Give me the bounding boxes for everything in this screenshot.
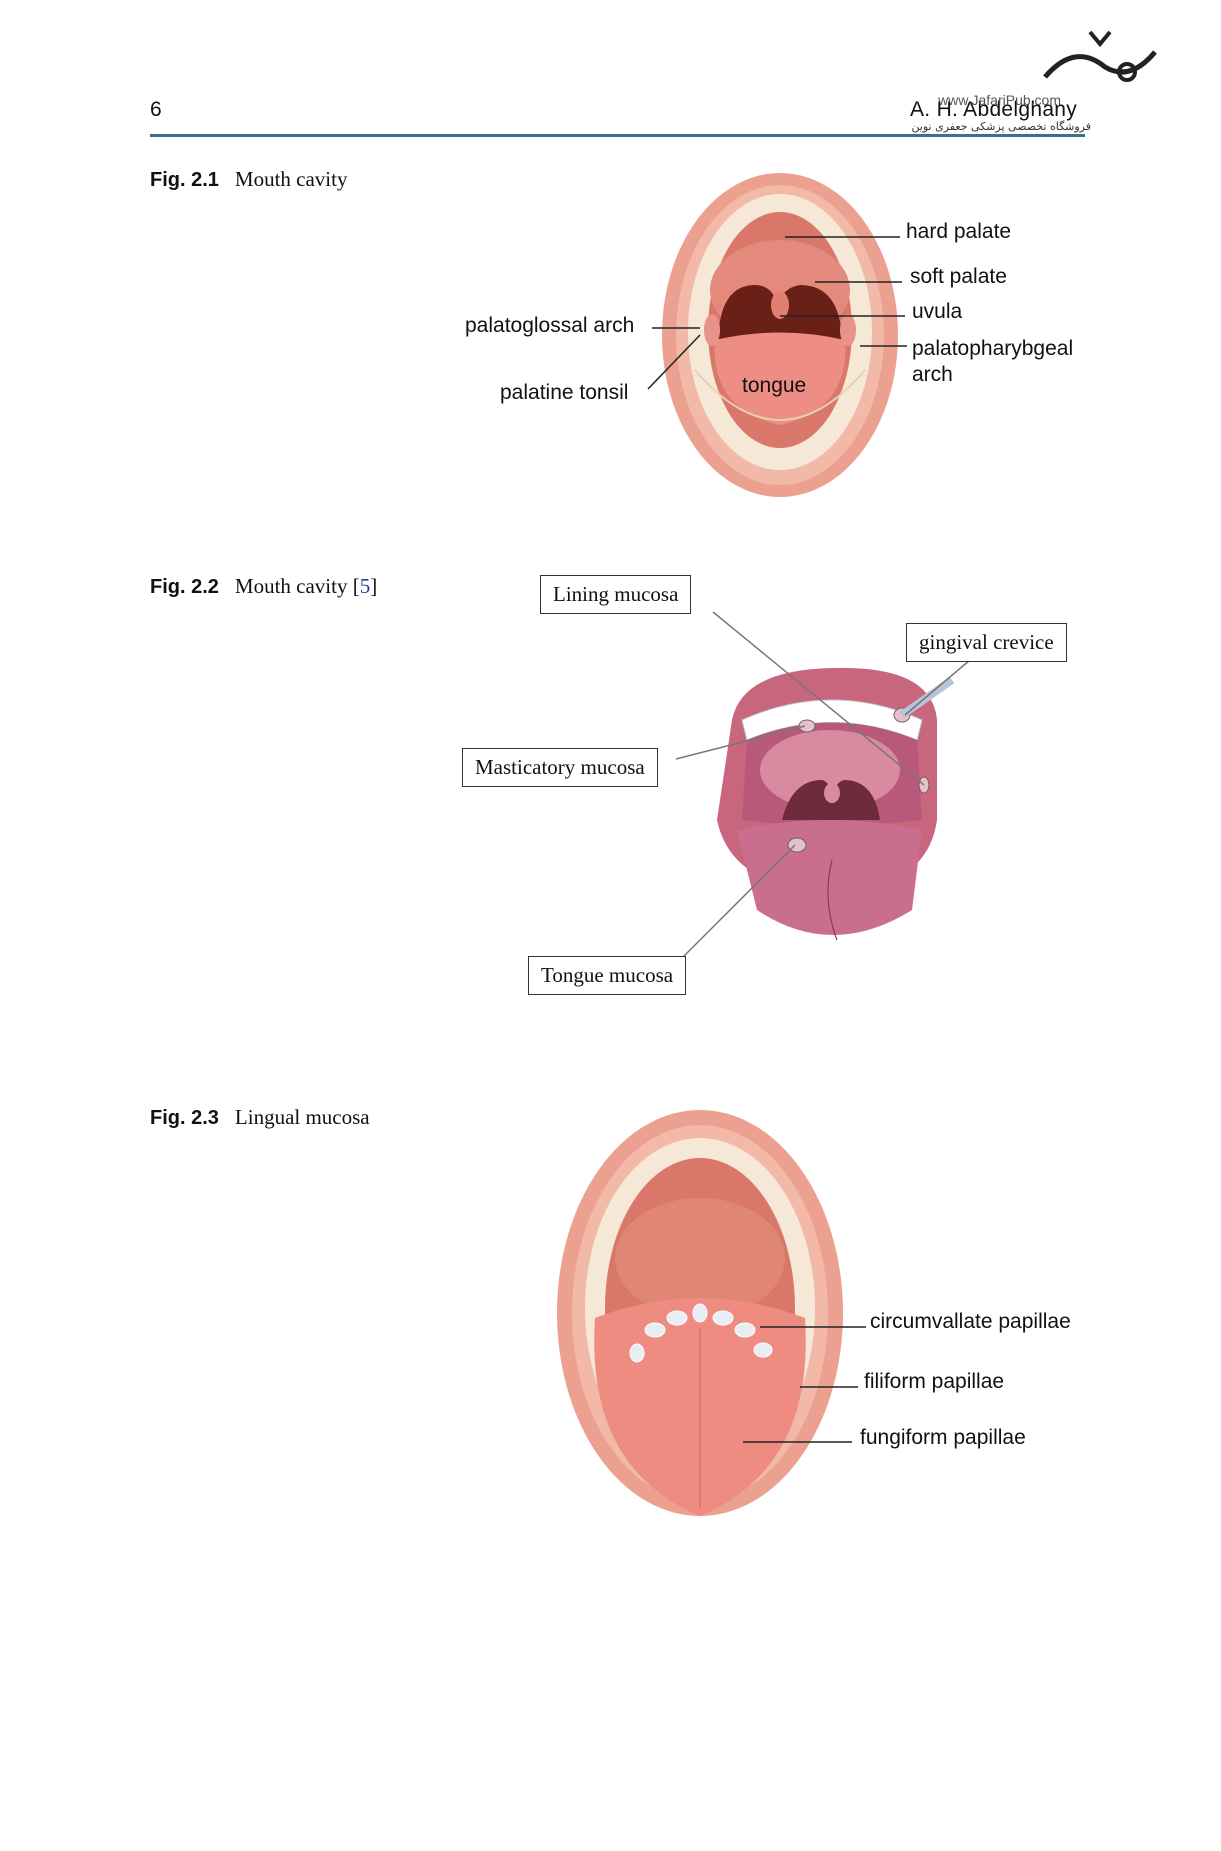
figure-caption-2-3: Fig. 2.3 Lingual mucosa — [150, 1105, 370, 1130]
label-palatine-tonsil: palatine tonsil — [500, 381, 629, 404]
citation-link[interactable]: 5 — [359, 574, 371, 598]
label-fungiform-papillae: fungiform papillae — [860, 1426, 1026, 1449]
caption-text: Mouth cavity — [234, 167, 348, 191]
figure-caption-2-1: Fig. 2.1 Mouth cavity — [150, 167, 347, 192]
label-gingival-crevice: gingival crevice — [906, 623, 1067, 662]
label-masticatory-mucosa: Masticatory mucosa — [462, 748, 658, 787]
label-soft-palate: soft palate — [910, 265, 1007, 288]
figure-label: Fig. 2.2 — [150, 576, 219, 598]
label-filiform-papillae: filiform papillae — [864, 1370, 1005, 1393]
caption-text: Lingual mucosa — [234, 1105, 370, 1129]
running-header-author: A. H. Abdelghany — [910, 98, 1078, 121]
watermark-logo-icon — [1043, 30, 1157, 82]
figure-label: Fig. 2.3 — [150, 1107, 219, 1129]
lingual-mucosa-illustration — [557, 1110, 843, 1516]
caption-text: Mouth cavity — [234, 574, 348, 598]
label-hard-palate: hard palate — [906, 220, 1012, 243]
label-palatoglossal-arch: palatoglossal arch — [465, 314, 635, 337]
mouth-cavity-illustration — [662, 173, 898, 497]
label-uvula: uvula — [912, 300, 963, 323]
watermark-url: www.JafariPub.com — [938, 92, 1061, 108]
label-tongue: tongue — [742, 374, 807, 397]
page-number: 6 — [150, 98, 162, 121]
label-tongue-mucosa: Tongue mucosa — [528, 956, 687, 995]
figure-label: Fig. 2.1 — [150, 169, 219, 191]
label-palatopharyngeal-line1: palatopharybgeal — [912, 337, 1074, 360]
label-palatopharyngeal-line2: arch — [912, 363, 953, 386]
header-rule — [150, 134, 1085, 137]
watermark-persian: فروشگاه تخصصی پزشکی جعفری نوین — [911, 120, 1091, 133]
label-circumvallate-papillae: circumvallate papillae — [870, 1310, 1071, 1333]
label-lining-mucosa: Lining mucosa — [540, 575, 692, 614]
mouth-mucosa-illustration — [717, 667, 955, 941]
